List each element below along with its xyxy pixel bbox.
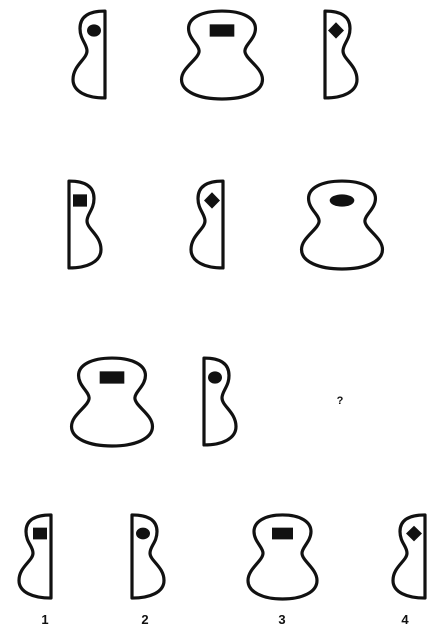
full-guitar-outline xyxy=(72,358,153,446)
circle-mark xyxy=(87,24,101,36)
half-guitar-right-outline xyxy=(132,515,164,598)
row-2-figure-2 xyxy=(191,181,223,268)
missing-figure-question-mark: ? xyxy=(337,395,344,407)
half-guitar-left-outline xyxy=(191,181,223,268)
row-2-figure-1 xyxy=(69,181,101,268)
option-label-2: 2 xyxy=(141,612,148,627)
option-3-figure xyxy=(248,515,317,599)
row-1-figure-2 xyxy=(182,11,263,99)
option-2-figure xyxy=(132,515,164,598)
full-guitar-outline xyxy=(248,515,317,599)
half-guitar-left-outline xyxy=(73,11,105,98)
half-guitar-right-outline xyxy=(69,181,101,268)
row-2-figure-3 xyxy=(302,181,383,269)
half-guitar-left-outline xyxy=(393,515,425,598)
square-mark xyxy=(272,528,293,540)
square-mark xyxy=(100,371,125,383)
circle-mark xyxy=(208,371,222,383)
row-1-figure-3 xyxy=(325,11,357,98)
square-mark xyxy=(73,194,87,206)
row-1-figure-1 xyxy=(73,11,105,98)
circle-mark xyxy=(330,194,355,206)
option-label-3: 3 xyxy=(278,612,285,627)
half-guitar-left-outline xyxy=(19,515,51,598)
full-guitar-outline xyxy=(182,11,263,99)
option-4-figure xyxy=(393,515,425,598)
row-3-figure-2 xyxy=(204,358,236,445)
circle-mark xyxy=(136,528,150,540)
option-1-figure xyxy=(19,515,51,598)
option-label-4: 4 xyxy=(401,612,408,627)
full-guitar-outline xyxy=(302,181,383,269)
half-guitar-right-outline xyxy=(325,11,357,98)
square-mark xyxy=(33,528,47,540)
option-label-1: 1 xyxy=(41,612,48,627)
half-guitar-right-outline xyxy=(204,358,236,445)
square-mark xyxy=(210,24,235,36)
row-3-figure-1 xyxy=(72,358,153,446)
